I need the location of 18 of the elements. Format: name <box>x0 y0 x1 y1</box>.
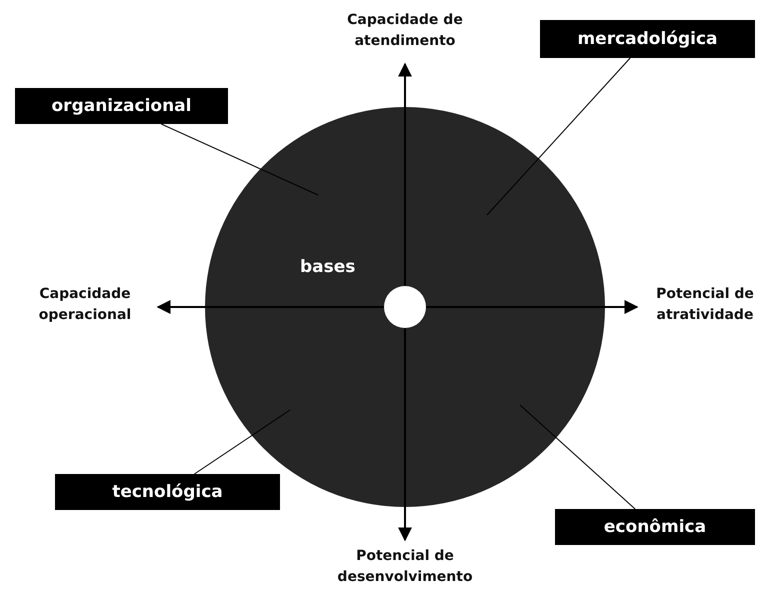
axis-arrow <box>156 300 384 314</box>
leader-line <box>194 410 290 474</box>
axis-arrow <box>426 300 638 314</box>
leader-line <box>520 404 636 510</box>
axis-arrow <box>398 328 412 542</box>
axis-label: Capacidade de atendimento <box>320 10 490 58</box>
axis-arrow <box>398 62 412 286</box>
label-box: organizacional <box>15 88 228 124</box>
axis-label: Capacidade operacional <box>18 284 152 330</box>
center-circle <box>384 286 426 328</box>
label-box: mercadológica <box>540 20 755 58</box>
disk-label: bases <box>300 257 356 277</box>
axis-label: Potencial de atratividade <box>643 284 767 330</box>
leader-line <box>160 124 318 196</box>
label-box: econômica <box>555 509 755 545</box>
axis-label: Potencial de desenvolvimento <box>310 546 500 592</box>
label-box: tecnológica <box>55 474 280 510</box>
leader-line <box>486 58 631 216</box>
